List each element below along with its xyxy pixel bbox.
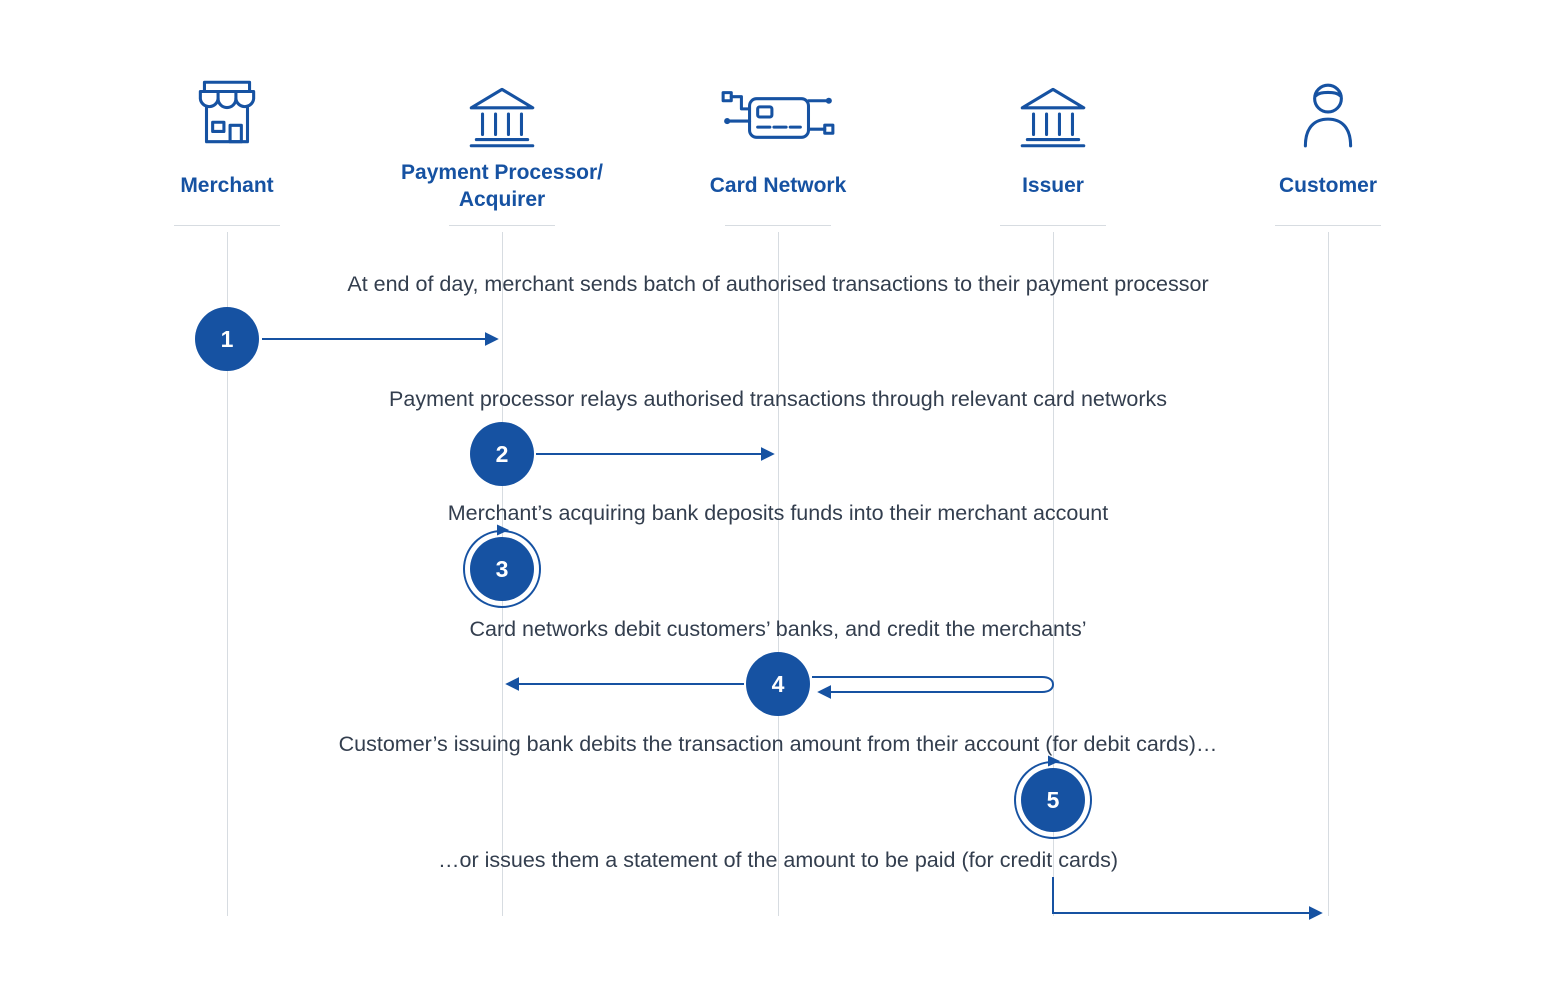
card-network-icon [638,58,918,150]
step-4-description: Card networks debit customers’ banks, an… [469,617,1087,641]
actor-merchant: Merchant [87,58,367,226]
lifeline-card-network [778,232,779,916]
step-5-badge: 5 [1021,768,1085,832]
step-2-description: Payment processor relays authorised tran… [389,387,1167,411]
person-icon [1188,58,1468,150]
actor-baseline-tick [1000,225,1106,226]
actor-label: Payment Processor/ Acquirer [401,160,603,211]
actor-baseline-tick [174,225,280,226]
lifeline-issuer [1053,232,1054,916]
step-3-badge: 3 [470,537,534,601]
actor-label: Issuer [1022,174,1084,198]
step-5-elbow-arrow [1052,877,1323,920]
actor-baseline-tick [725,225,831,226]
actor-label: Merchant [180,174,274,198]
storefront-icon [87,58,367,150]
lifeline-customer [1328,232,1329,916]
step-1-badge: 1 [195,307,259,371]
step-3-description: Merchant’s acquiring bank deposits funds… [447,501,1109,525]
step-4-badge: 4 [746,652,810,716]
step-1-description: At end of day, merchant sends batch of a… [347,272,1209,296]
actor-baseline-tick [449,225,555,226]
actor-label: Card Network [709,174,847,198]
actor-card-network: Card Network [638,58,918,226]
step-5-description-alt: …or issues them a statement of the amoun… [438,848,1118,872]
actor-label: Customer [1278,174,1378,198]
step-4-loop-arrow [812,676,1055,699]
actor-baseline-tick [1275,225,1381,226]
bank-icon [913,58,1193,150]
bank-icon [362,58,642,150]
step-2-badge: 2 [470,422,534,486]
actor-payment-processor: Payment Processor/ Acquirer [362,58,642,226]
lifeline-merchant [227,232,228,916]
actor-customer: Customer [1188,58,1468,226]
step-5-description: Customer’s issuing bank debits the trans… [338,732,1218,756]
actor-issuer: Issuer [913,58,1193,226]
